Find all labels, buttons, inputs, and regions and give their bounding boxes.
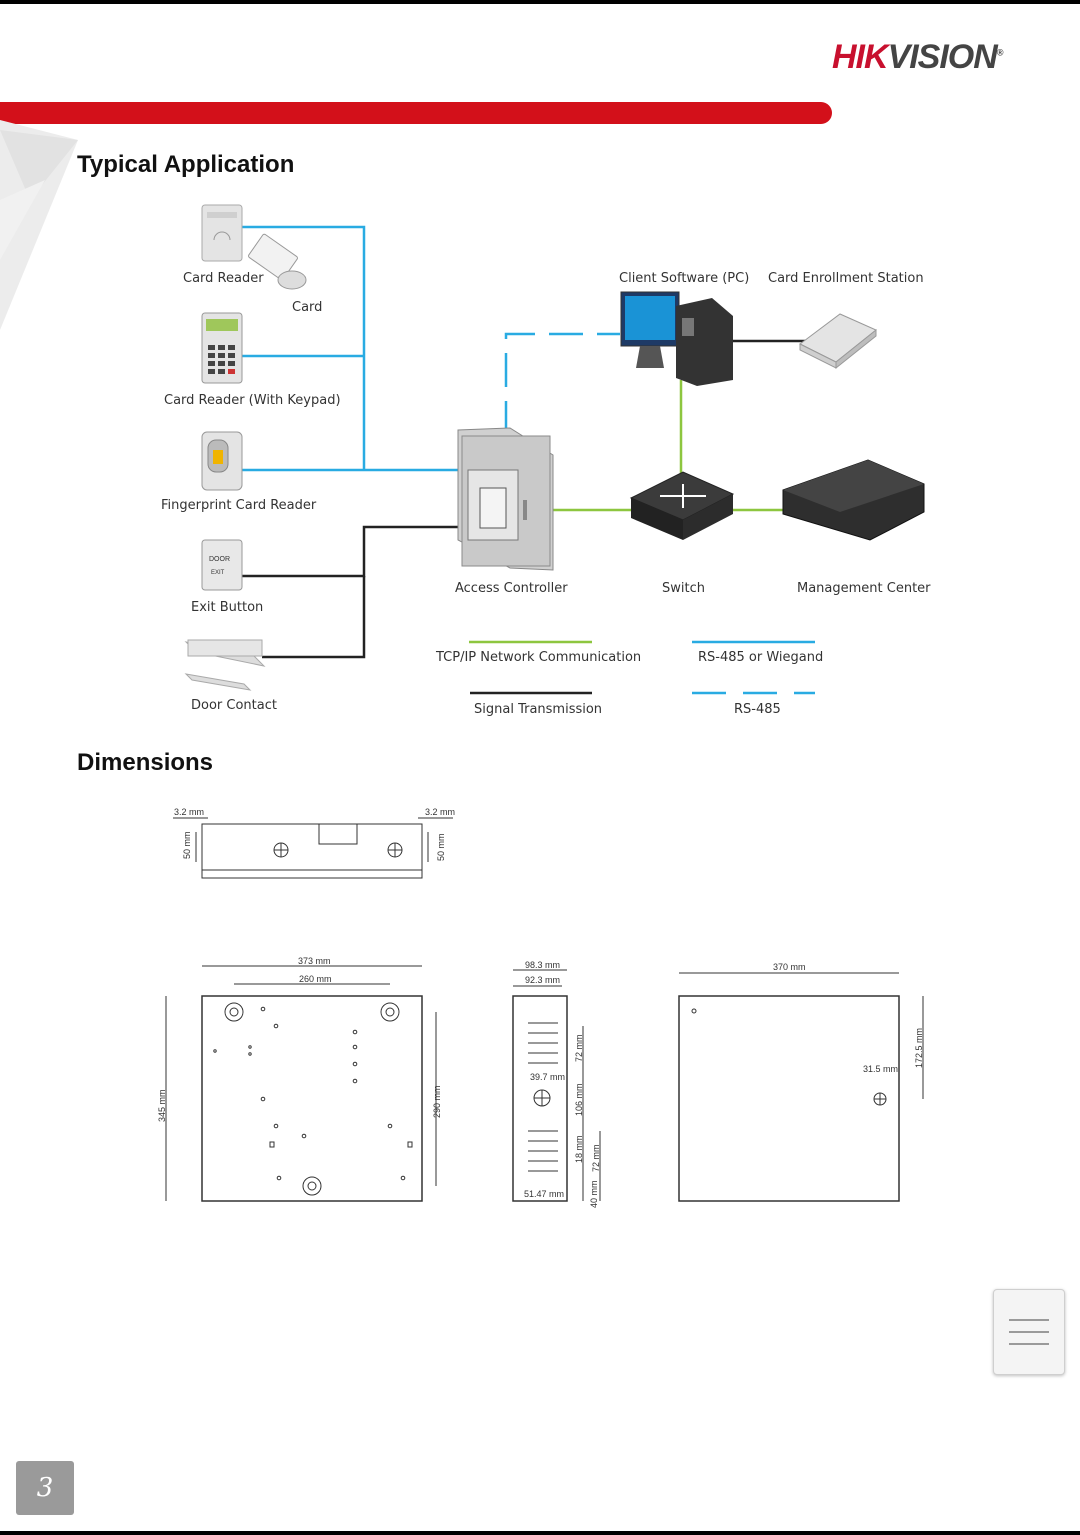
svg-text:3.2 mm: 3.2 mm xyxy=(425,807,455,817)
svg-text:92.3 mm: 92.3 mm xyxy=(525,975,560,985)
menu-line xyxy=(1009,1343,1049,1345)
card-in-hand-icon xyxy=(248,233,307,290)
svg-text:345 mm: 345 mm xyxy=(157,1089,167,1122)
side-view-drawing xyxy=(512,969,601,1202)
svg-text:Switch: Switch xyxy=(662,581,705,596)
svg-text:Card: Card xyxy=(292,300,322,315)
legend-signal-label: Signal Transmission xyxy=(474,702,602,717)
dimensions-title: Dimensions xyxy=(77,749,214,776)
enrollment-station-icon xyxy=(799,313,877,370)
header-red-bar xyxy=(0,102,832,124)
legend-rs485-label: RS-485 xyxy=(734,702,781,717)
hamburger-menu-icon[interactable] xyxy=(993,1289,1065,1375)
page-number-badge: 3 xyxy=(16,1461,74,1515)
svg-text:72 mm: 72 mm xyxy=(574,1034,584,1062)
svg-text:290 mm: 290 mm xyxy=(432,1085,442,1118)
svg-text:172.5 mm: 172.5 mm xyxy=(914,1028,924,1068)
svg-text:72 mm: 72 mm xyxy=(591,1144,601,1172)
svg-text:DOOR: DOOR xyxy=(209,556,230,563)
rs485-wiegand-lines xyxy=(242,225,458,472)
svg-text:373 mm: 373 mm xyxy=(298,956,331,966)
svg-text:106 mm: 106 mm xyxy=(574,1083,584,1116)
exit-button-icon: DOOR EXIT xyxy=(201,539,243,591)
svg-text:Exit Button: Exit Button xyxy=(191,600,263,615)
svg-text:Card Reader: Card Reader xyxy=(183,271,264,286)
legend-tcpip-label: TCP/IP Network Communication xyxy=(435,650,641,665)
svg-text:Door Contact: Door Contact xyxy=(191,698,277,713)
bottom-border xyxy=(0,1531,1080,1535)
card-reader-icon xyxy=(201,204,243,262)
management-center-icon xyxy=(782,459,925,541)
svg-text:50 mm: 50 mm xyxy=(436,833,446,861)
access-controller-icon xyxy=(457,427,554,571)
top-border xyxy=(0,0,1080,4)
legend-rs485-wiegand-label: RS-485 or Wiegand xyxy=(698,650,823,665)
dimension-drawings: 3.2 mm 3.2 mm 50 mm 50 mm 373 mm 260 mm … xyxy=(157,807,924,1208)
signal-lines xyxy=(242,339,805,659)
svg-text:Management Center: Management Center xyxy=(797,581,931,596)
svg-text:40 mm: 40 mm xyxy=(589,1180,599,1208)
rs485-dashed-line xyxy=(504,332,620,435)
keypad-reader-icon xyxy=(201,312,243,384)
back-view-drawing xyxy=(678,972,924,1202)
front-view-drawing xyxy=(165,965,437,1202)
svg-text:39.7 mm: 39.7 mm xyxy=(530,1072,565,1082)
svg-text:98.3 mm: 98.3 mm xyxy=(525,960,560,970)
top-view-drawing xyxy=(173,817,453,879)
svg-text:EXIT: EXIT xyxy=(211,570,225,576)
svg-text:50 mm: 50 mm xyxy=(182,831,192,859)
decorative-triangles xyxy=(0,120,78,330)
svg-text:18 mm: 18 mm xyxy=(574,1135,584,1163)
svg-text:370 mm: 370 mm xyxy=(773,962,806,972)
svg-text:Card Reader (With Keypad): Card Reader (With Keypad) xyxy=(164,393,341,408)
svg-text:260 mm: 260 mm xyxy=(299,974,332,984)
switch-icon xyxy=(629,471,735,540)
svg-text:Fingerprint Card Reader: Fingerprint Card Reader xyxy=(161,498,317,513)
hikvision-logo: HIKVISION® xyxy=(832,38,1003,76)
door-contact-icon xyxy=(184,639,266,691)
client-pc-icon xyxy=(620,291,733,386)
svg-text:51.47 mm: 51.47 mm xyxy=(524,1189,564,1199)
svg-text:Access Controller: Access Controller xyxy=(455,581,568,596)
fingerprint-reader-icon xyxy=(201,431,243,491)
svg-text:3.2 mm: 3.2 mm xyxy=(174,807,204,817)
menu-line xyxy=(1009,1319,1049,1321)
svg-text:31.5 mm: 31.5 mm xyxy=(863,1064,898,1074)
svg-text:Card Enrollment Station: Card Enrollment Station xyxy=(768,271,924,286)
menu-line xyxy=(1009,1331,1049,1333)
svg-text:Client Software (PC): Client Software (PC) xyxy=(619,271,749,286)
typical-application-diagram: DOOR EXIT C xyxy=(161,204,931,717)
typical-application-title: Typical Application xyxy=(77,151,295,178)
